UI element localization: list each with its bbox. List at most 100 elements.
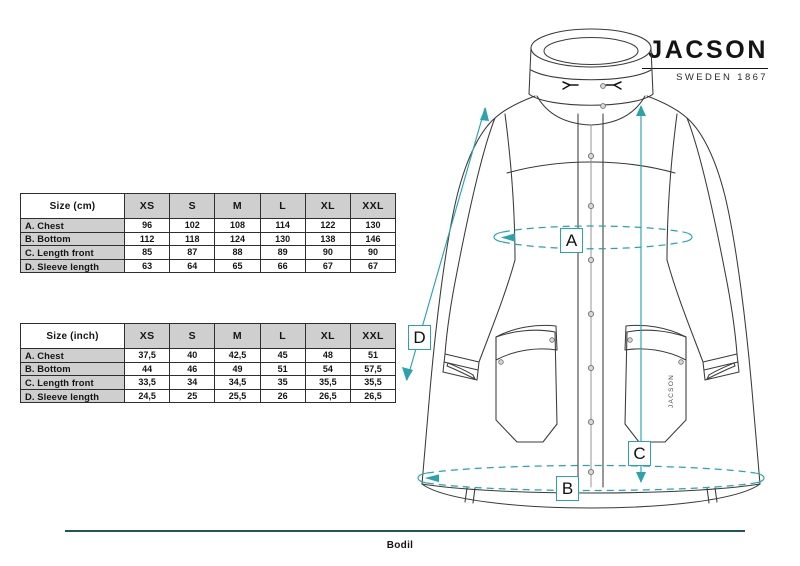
measure-label: A. Chest — [20, 218, 125, 233]
pocket-right — [624, 324, 687, 443]
sleeve-left — [442, 117, 516, 381]
table-row: C. Length front 85 87 88 89 90 90 — [20, 245, 397, 260]
size-header-xxl: XXL — [349, 193, 397, 219]
measure-value: 102 — [169, 218, 216, 233]
size-header-xs: XS — [123, 193, 171, 219]
measure-value: 35,5 — [304, 375, 351, 390]
measure-value: 122 — [304, 218, 351, 233]
measure-value: 67 — [349, 258, 397, 274]
drawcord-eyelet-right — [605, 81, 622, 90]
brand-logo: JACSON SWEDEN 1867 — [642, 38, 768, 83]
measure-marker-c: C — [628, 441, 651, 466]
shoulder-seams — [504, 95, 678, 261]
measure-value: 37,5 — [123, 348, 171, 363]
table-row: D. Sleeve length 63 64 65 66 67 67 — [20, 258, 397, 274]
measurement-overlay — [402, 105, 765, 492]
measure-marker-d: D — [408, 325, 431, 350]
measure-line-chest — [493, 225, 693, 250]
pocket-left — [495, 324, 558, 443]
table-header-row: Size (cm) XS S M L XL XXL — [20, 193, 397, 219]
product-name: Bodil — [386, 540, 414, 551]
measure-value: 26,5 — [349, 388, 397, 404]
size-header-l: L — [259, 193, 306, 219]
unit-header: Size (cm) — [20, 193, 125, 219]
table-row: C. Length front 33,5 34 34,5 35 35,5 35,… — [20, 375, 397, 390]
measure-value: 114 — [259, 218, 306, 233]
measure-marker-a: A — [560, 228, 583, 253]
sleeve-right — [666, 117, 740, 381]
measure-value: 88 — [214, 245, 261, 260]
measure-label: D. Sleeve length — [20, 258, 125, 274]
measure-value: 48 — [304, 348, 351, 363]
measure-value: 51 — [349, 348, 397, 363]
measure-line-bottom — [417, 464, 765, 492]
table-header-row: Size (inch) XS S M L XL XXL — [20, 323, 397, 349]
measure-value: 49 — [214, 361, 261, 377]
size-header-l: L — [259, 323, 306, 349]
measure-value: 90 — [304, 245, 351, 260]
measure-marker-b: B — [556, 476, 579, 501]
measure-value: 63 — [123, 258, 171, 274]
garment-technical-drawing: JACSON — [395, 10, 790, 520]
table-row: B. Bottom 112 118 124 130 138 146 — [20, 231, 397, 247]
measure-value: 26,5 — [304, 388, 351, 404]
measure-value: 34,5 — [214, 375, 261, 390]
size-header-s: S — [169, 193, 216, 219]
measure-value: 40 — [169, 348, 216, 363]
brand-tagline: SWEDEN 1867 — [676, 72, 768, 83]
measure-value: 54 — [304, 361, 351, 377]
body-outline — [421, 95, 761, 509]
measure-value: 46 — [169, 361, 216, 377]
measure-value: 66 — [259, 258, 306, 274]
size-header-xl: XL — [304, 323, 351, 349]
measure-value: 89 — [259, 245, 306, 260]
size-header-xxl: XXL — [349, 323, 397, 349]
measure-value: 35,5 — [349, 375, 397, 390]
measure-value: 146 — [349, 231, 397, 247]
measure-value: 25,5 — [214, 388, 261, 404]
measure-value: 33,5 — [123, 375, 171, 390]
measure-value: 130 — [349, 218, 397, 233]
measure-label: B. Bottom — [20, 231, 125, 247]
measure-value: 35 — [259, 375, 306, 390]
measure-value: 44 — [123, 361, 171, 377]
measure-value: 57,5 — [349, 361, 397, 377]
pocket-brand-label: JACSON — [668, 374, 675, 408]
table-row: A. Chest 96 102 108 114 122 130 — [20, 218, 397, 233]
brand-divider — [642, 68, 768, 69]
measure-value: 42,5 — [214, 348, 261, 363]
yoke-seam — [506, 161, 676, 174]
measure-label: C. Length front — [20, 245, 125, 260]
measure-value: 67 — [304, 258, 351, 274]
measure-value: 34 — [169, 375, 216, 390]
measure-value: 124 — [214, 231, 261, 247]
placket-snaps — [587, 152, 595, 476]
measure-value: 130 — [259, 231, 306, 247]
measure-line-length-front — [636, 105, 646, 483]
size-header-xl: XL — [304, 193, 351, 219]
measure-value: 51 — [259, 361, 306, 377]
measure-value: 112 — [123, 231, 171, 247]
measure-label: A. Chest — [20, 348, 125, 363]
brand-wordmark: JACSON — [648, 36, 768, 64]
footer-divider — [65, 530, 745, 532]
measure-value: 24,5 — [123, 388, 171, 404]
measure-value: 45 — [259, 348, 306, 363]
measure-value: 65 — [214, 258, 261, 274]
size-table-inch: Size (inch) XS S M L XL XXL A. Chest 37,… — [20, 323, 397, 404]
front-placket — [577, 113, 604, 488]
size-header-m: M — [214, 193, 261, 219]
table-row: B. Bottom 44 46 49 51 54 57,5 — [20, 361, 397, 377]
measure-label: D. Sleeve length — [20, 388, 125, 404]
size-header-s: S — [169, 323, 216, 349]
measure-value: 64 — [169, 258, 216, 274]
measure-value: 87 — [169, 245, 216, 260]
measure-value: 85 — [123, 245, 171, 260]
measure-value: 96 — [123, 218, 171, 233]
size-table-cm: Size (cm) XS S M L XL XXL A. Chest 96 10… — [20, 193, 397, 274]
unit-header: Size (inch) — [20, 323, 125, 349]
table-row: D. Sleeve length 24,5 25 25,5 26 26,5 26… — [20, 388, 397, 404]
measure-label: B. Bottom — [20, 361, 125, 377]
drawcord-eyelet-left — [562, 81, 579, 90]
measure-value: 138 — [304, 231, 351, 247]
